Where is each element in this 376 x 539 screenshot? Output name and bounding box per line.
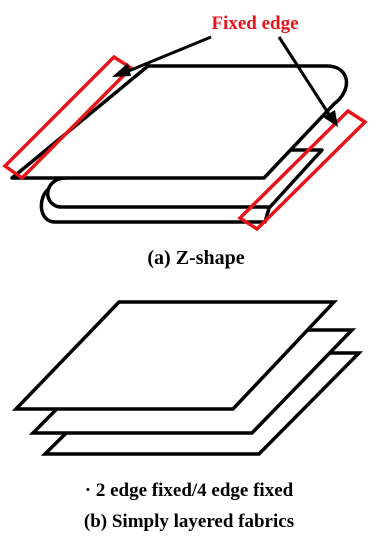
caption-a: (a) Z-shape — [147, 247, 244, 269]
fabric-layer-top — [11, 300, 339, 411]
fixed-edge-clamp-right — [237, 108, 368, 232]
annotation-arrows — [112, 35, 338, 127]
fixed-edge-clamp-left — [2, 54, 134, 181]
arrow-right-head — [323, 110, 338, 127]
fabric-top-sheet — [10, 64, 349, 180]
fixed-edge-label: Fixed edge — [211, 13, 298, 34]
arrow-left-head — [112, 63, 131, 77]
layered-fabrics-diagram: · 2 edge fixed/4 edge fixed (b) Simply l… — [11, 300, 364, 532]
z-shape-diagram: Fixed edge (a) Z-shape — [2, 13, 368, 269]
arrow-right-shaft — [277, 36, 332, 117]
caption-b: (b) Simply layered fabrics — [84, 511, 294, 532]
fixing-note: · 2 edge fixed/4 edge fixed — [85, 480, 294, 501]
fabric-stack — [11, 300, 364, 456]
z-shape-fabric — [10, 64, 349, 224]
arrow-left-shaft — [125, 35, 212, 74]
fixed-edge-clamps — [2, 54, 368, 232]
